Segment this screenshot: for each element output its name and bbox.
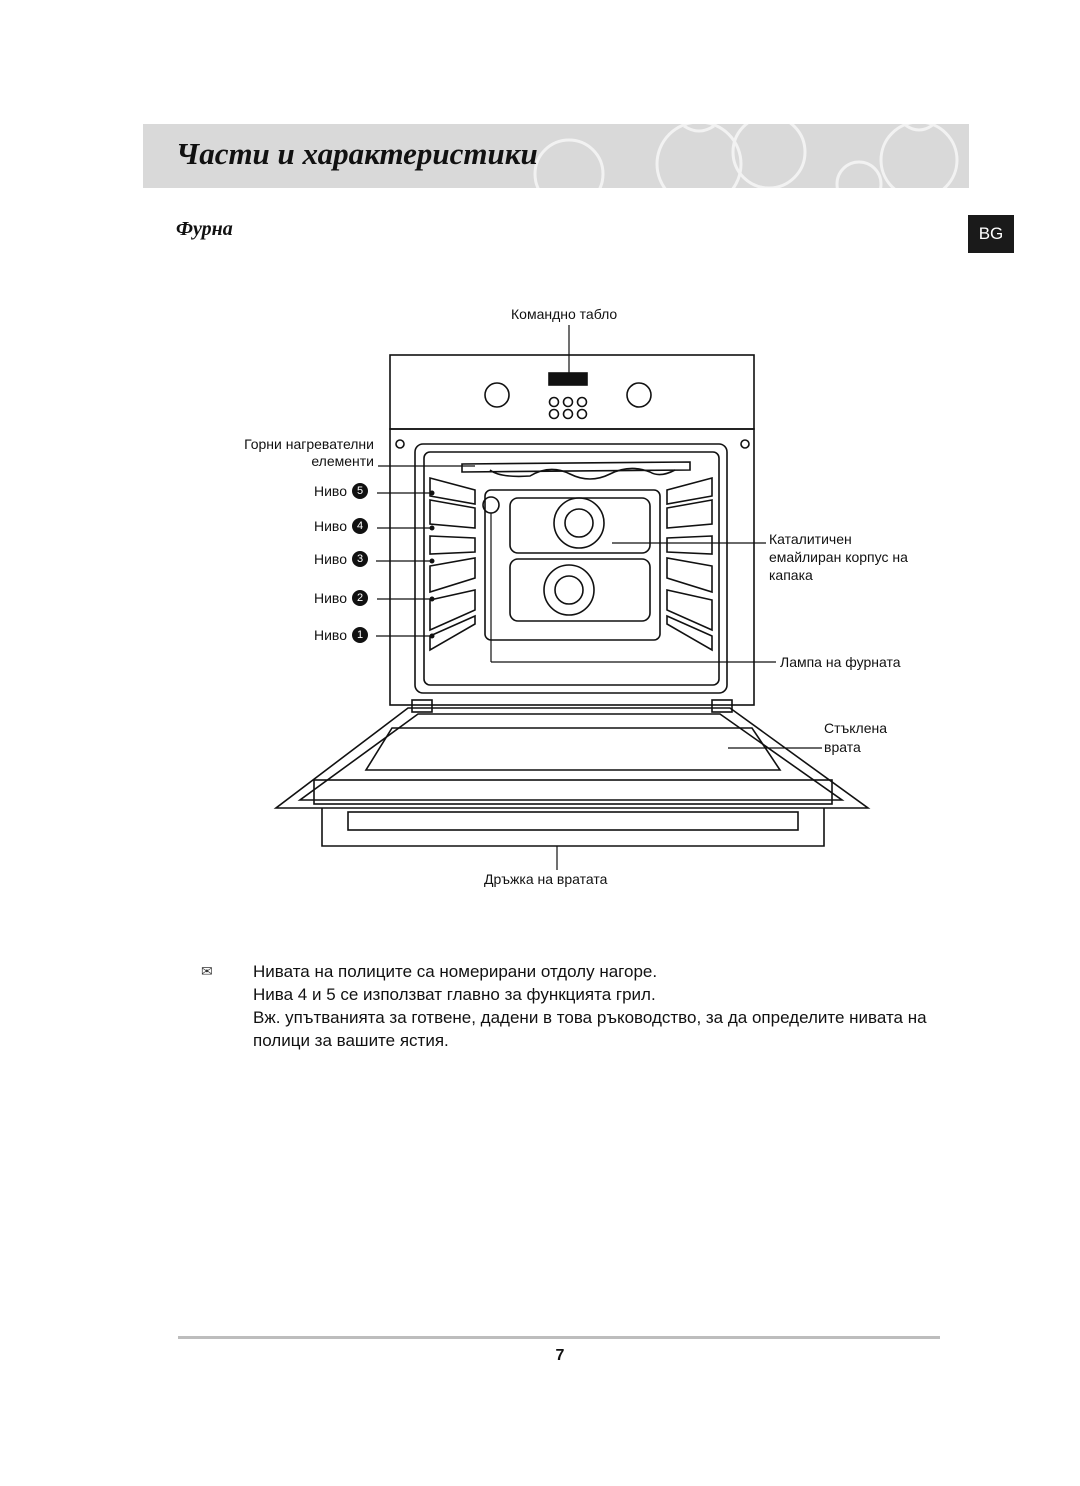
level-number: 4 <box>352 518 368 534</box>
level-number: 5 <box>352 483 368 499</box>
label-door-handle: Дръжка на вратата <box>484 871 608 887</box>
page-number: 7 <box>555 1347 565 1364</box>
header-band <box>143 124 969 188</box>
level-number: 3 <box>352 551 368 567</box>
note-icon: ✉ <box>201 963 213 979</box>
level-number: 1 <box>352 627 368 643</box>
level-5: Ниво 5 <box>314 483 368 499</box>
footer-divider <box>178 1336 940 1339</box>
label-top-heating-line2: елементи <box>311 453 374 469</box>
note-line: Нива 4 и 5 се използват главно за функци… <box>253 985 656 1004</box>
level-label: Ниво <box>314 627 347 643</box>
section-title: Фурна <box>176 218 233 240</box>
label-catalytic-line1: Каталитичен <box>769 531 852 547</box>
level-label: Ниво <box>314 483 347 499</box>
language-badge: BG <box>968 215 1014 253</box>
label-top-heating-line1: Горни нагревателни <box>244 436 374 452</box>
tomato-decoration <box>533 124 959 188</box>
level-2: Ниво 2 <box>314 590 368 606</box>
level-label: Ниво <box>314 518 347 534</box>
level-number: 2 <box>352 590 368 606</box>
level-3: Ниво 3 <box>314 551 368 567</box>
label-catalytic-line3: капака <box>769 567 813 583</box>
note-line: Вж. упътванията за готвене, дадени в тов… <box>253 1008 927 1050</box>
label-glass-door-line1: Стъклена <box>824 720 888 736</box>
level-1: Ниво 1 <box>314 627 368 643</box>
label-catalytic-line2: емайлиран корпус на <box>769 549 908 565</box>
label-oven-lamp: Лампа на фурната <box>780 654 901 670</box>
level-label: Ниво <box>314 590 347 606</box>
level-label: Ниво <box>314 551 347 567</box>
oven-diagram <box>273 325 871 870</box>
page-title: Части и характеристики <box>176 136 538 171</box>
note-line: Нивата на полиците са номерирани отдолу … <box>253 962 658 981</box>
label-glass-door-line2: врата <box>824 739 861 755</box>
notes: Нивата на полиците са номерирани отдолу … <box>253 960 953 1052</box>
level-4: Ниво 4 <box>314 518 368 534</box>
label-control-panel: Командно табло <box>511 306 618 322</box>
